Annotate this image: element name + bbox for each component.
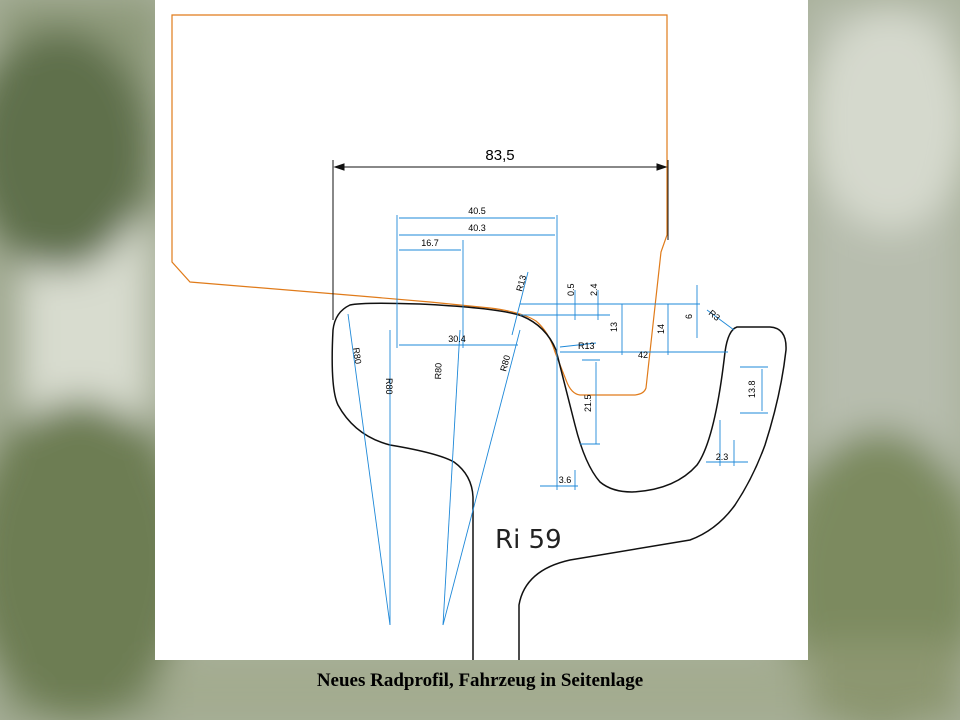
caption: Neues Radprofil, Fahrzeug in Seitenlage [316,670,644,691]
dim-r80-c-label: R80 [433,363,444,380]
technical-drawing: 83,5 [155,0,808,660]
dim-13-8-label: 13.8 [747,380,757,398]
dim-r80-d-label: R80 [498,354,512,373]
wheel-outline [171,14,668,396]
dim-r13-top-label: R13 [514,274,528,293]
dim-r13-mid-label: R13 [578,341,595,351]
rail-type-label: Ri 59 [495,525,562,555]
width-dimension [332,160,669,320]
dim-13-label: 13 [609,322,619,332]
dim-40-3-label: 40.3 [468,223,486,233]
dim-2-4-label: 2.4 [589,283,599,296]
dimension-lines [347,215,768,626]
dim-r3-label: R3 [707,308,722,323]
dim-14-label: 14 [656,324,666,334]
dim-r80-a-label: R80 [351,347,363,365]
wheel-rail-profile-diagram: 83,5 [171,14,787,660]
dim-21-5-label: 21.5 [583,394,593,412]
dim-3-6-label: 3.6 [559,475,572,485]
dim-16-7-label: 16.7 [421,238,439,248]
dim-r80-b-label: R80 [384,378,394,395]
width-dimension-label: 83,5 [485,147,514,164]
dim-0-5-label: 0.5 [566,283,576,296]
dim-6-label: 6 [684,314,694,319]
dim-30-4-label: 30.4 [448,334,466,344]
dim-2-3-label: 2.3 [716,452,729,462]
rail-outline [331,302,787,660]
dim-42-label: 42 [638,350,648,360]
dim-40-5-label: 40.5 [468,206,486,216]
